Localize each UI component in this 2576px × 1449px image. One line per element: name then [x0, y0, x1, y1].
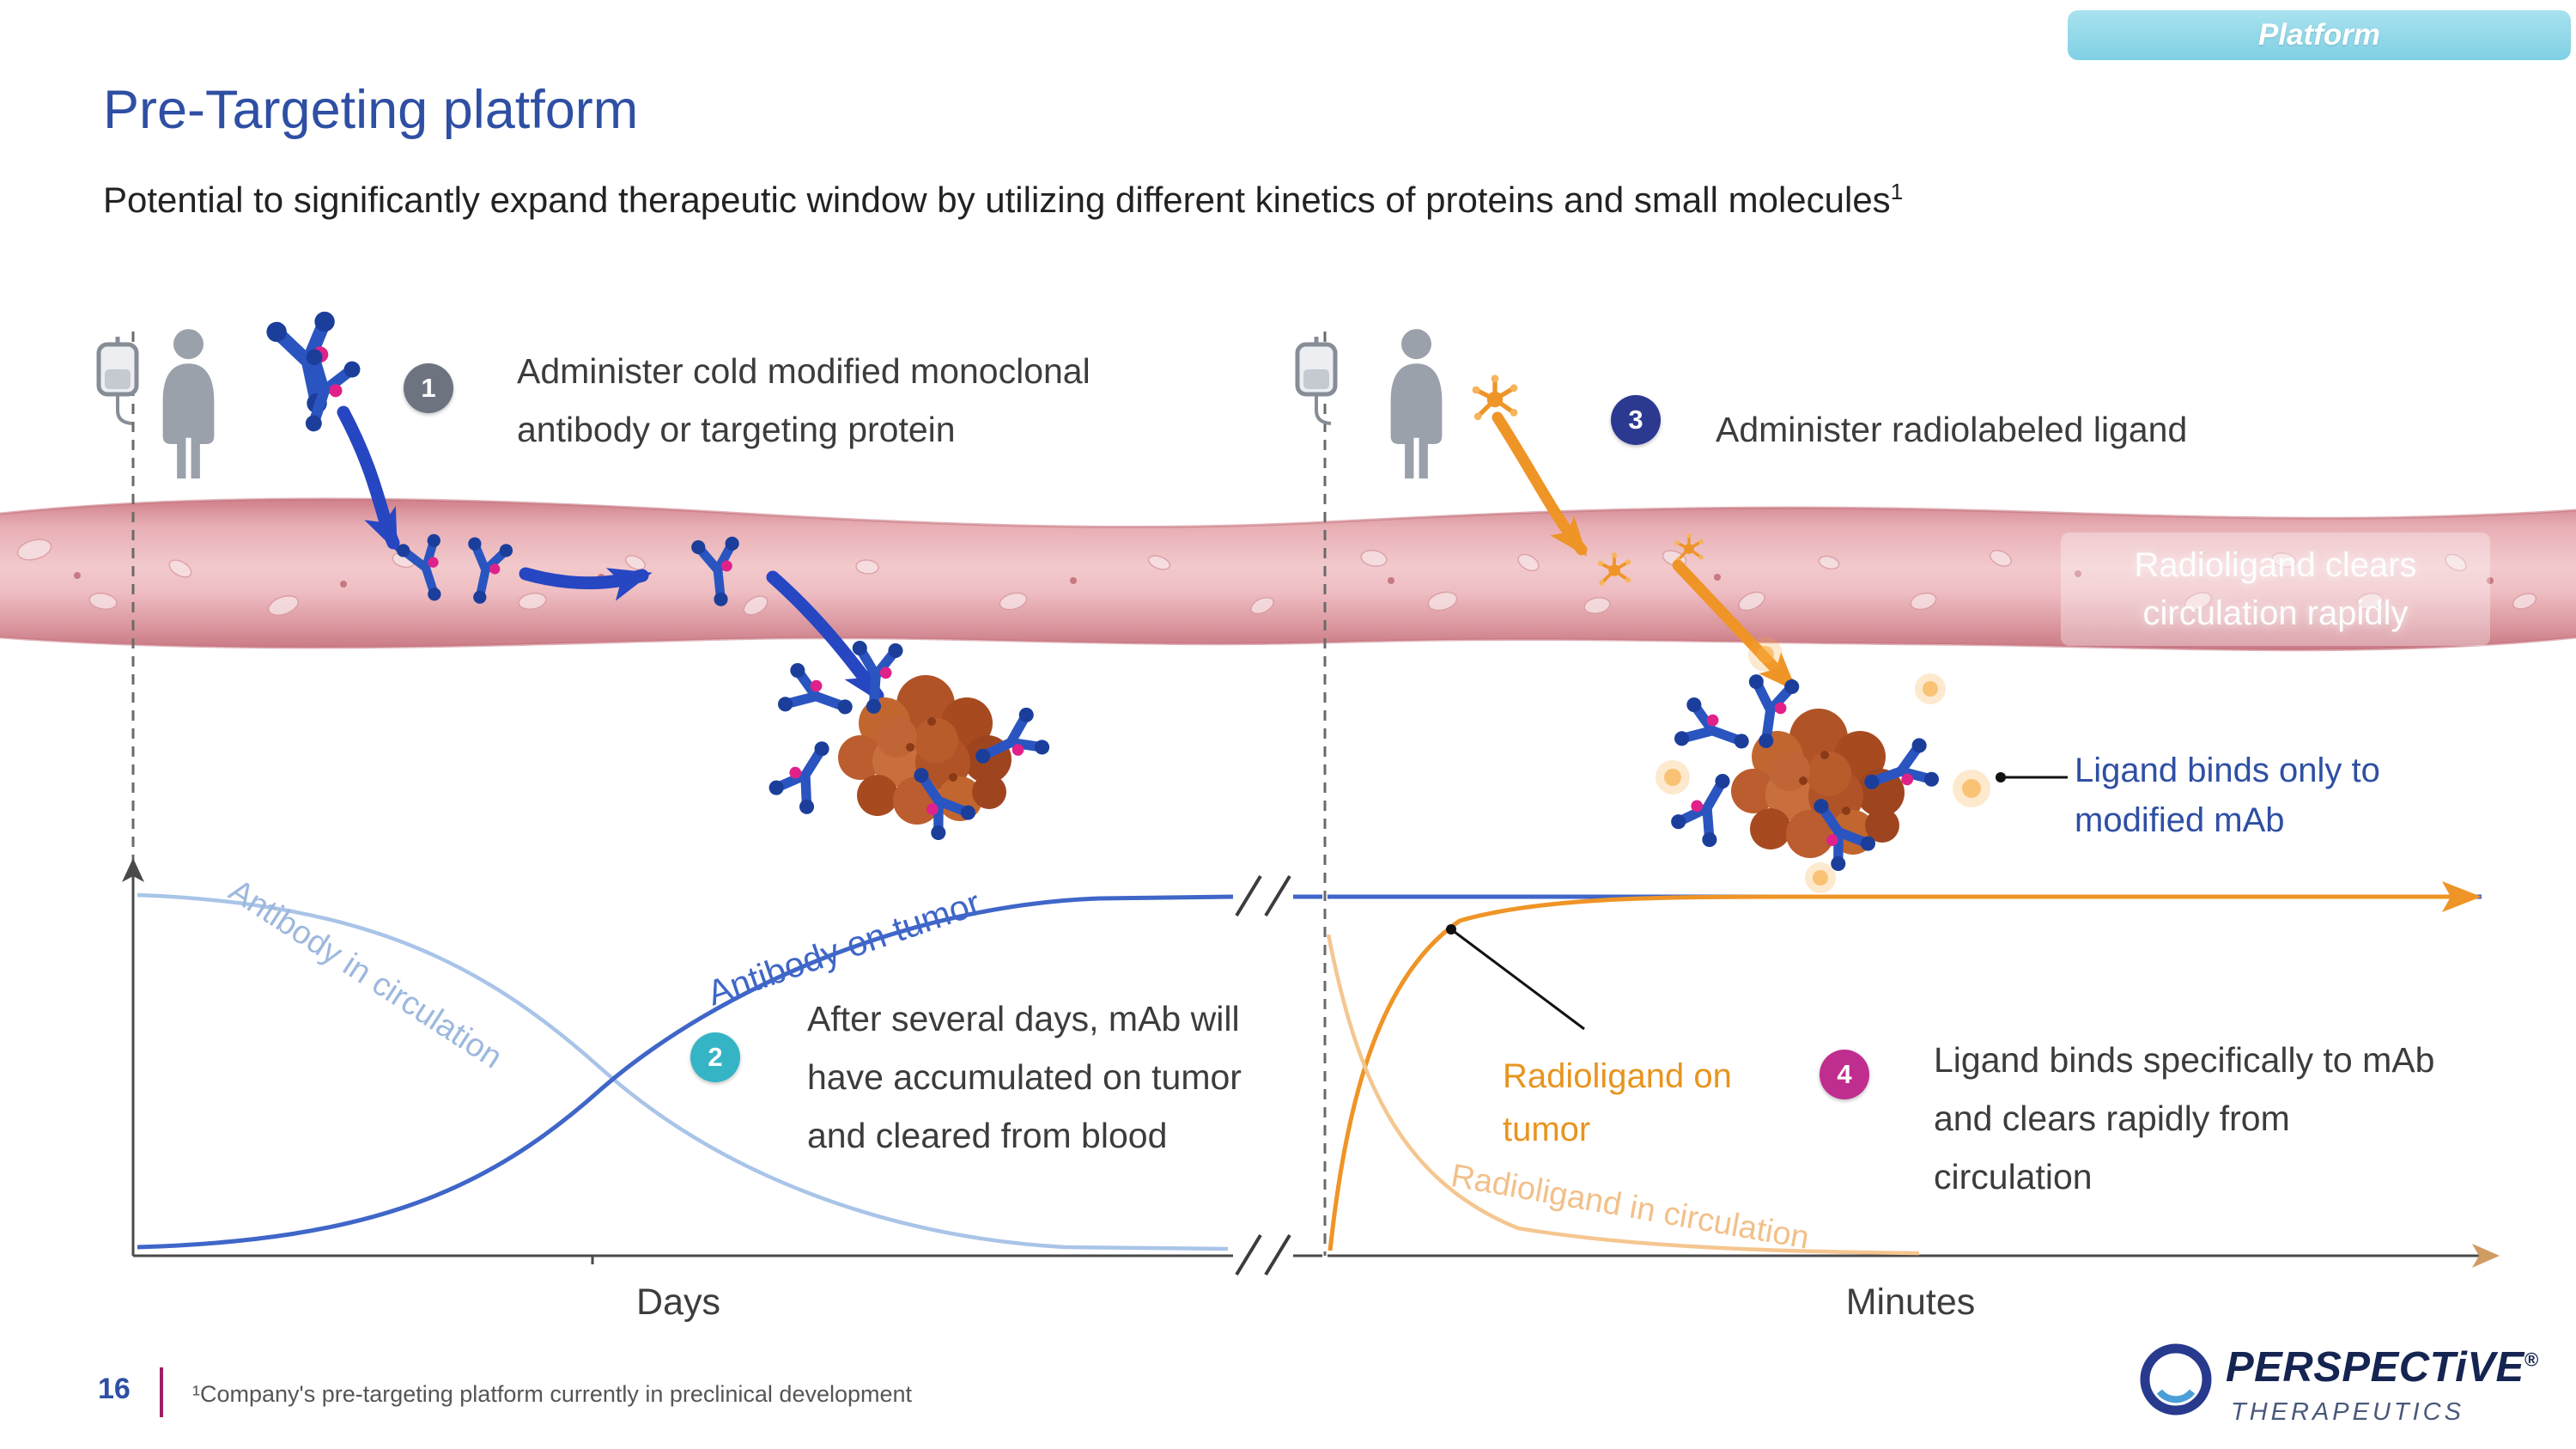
- curve-antibody-tumor: [137, 894, 1234, 1250]
- blood-specks: [74, 570, 2494, 588]
- curve-radioligand-tumor: [1327, 881, 2482, 1251]
- right-curves: [1326, 881, 2482, 1256]
- logo-name: PERSPECTiVE®: [2226, 1343, 2538, 1391]
- antibody-icon: [776, 661, 861, 734]
- subtitle-superscript: 1: [1890, 179, 1904, 204]
- tumor-pointer: [1996, 772, 2068, 782]
- radioligand-clears-note: Radioligand clears circulation rapidly: [2061, 533, 2490, 646]
- logo-name-text: PERSPECTiVE: [2226, 1344, 2524, 1391]
- antibody-icon: [766, 729, 847, 817]
- subtitle-text: Potential to significantly expand therap…: [103, 180, 1891, 220]
- iv-bag-icon: [1297, 337, 1335, 423]
- left-graph-axes: [122, 858, 1322, 1264]
- antibody-icon: [1673, 696, 1758, 768]
- patient-silhouette-icon: [162, 329, 215, 479]
- page-number: 16: [98, 1373, 131, 1405]
- curve-antibody-circulation: [137, 892, 1229, 1251]
- step-1-text: Administer cold modified monoclonal anti…: [517, 351, 1091, 449]
- tumor-cluster: [1731, 709, 1905, 858]
- curve-label-radioligand-tumor: Radioligand on tumor: [1503, 1057, 1732, 1148]
- platform-badge: Platform: [2068, 10, 2571, 60]
- page-subtitle: Potential to significantly expand therap…: [103, 179, 1903, 221]
- curve-radioligand-circulation: [1326, 934, 1920, 1256]
- ligand-binds-note: Ligand binds only to modified mAb: [2075, 752, 2380, 839]
- iv-bag-icon: [99, 337, 137, 423]
- logo-subname: THERAPEUTICS: [2231, 1398, 2464, 1426]
- footer-divider: [160, 1367, 163, 1417]
- step-3-text: Administer radiolabeled ligand: [1716, 410, 2188, 449]
- curve-pointer: [1446, 924, 1585, 1031]
- patient-silhouette-icon: [1390, 329, 1443, 479]
- injection-arrows-left: [337, 405, 884, 704]
- step-1-badge: 1: [404, 363, 453, 413]
- x-axis-label-days: Days: [636, 1282, 720, 1323]
- antibody-icon: [264, 310, 353, 421]
- step-2-badge: 2: [690, 1032, 740, 1082]
- injection-arrows-right: [1492, 411, 1797, 692]
- step-4-badge: 4: [1820, 1050, 1869, 1099]
- step-2-text: After several days, mAb will have accumu…: [807, 999, 1242, 1155]
- axis-break-marks: [1235, 874, 1291, 1276]
- blood-cells: [16, 539, 2537, 616]
- bound-radioligand-glow: [1656, 637, 1990, 893]
- logo-registered-mark: ®: [2524, 1349, 2539, 1371]
- step-3-badge: 3: [1611, 395, 1661, 445]
- logo-mark: [2140, 1343, 2212, 1416]
- page-title: Pre-Targeting platform: [103, 80, 639, 140]
- left-curves: [137, 892, 1322, 1251]
- step-4-text: Ligand binds specifically to mAb and cle…: [1934, 1040, 2435, 1196]
- footnote: ¹Company's pre-targeting platform curren…: [192, 1381, 913, 1407]
- x-axis-label-minutes: Minutes: [1845, 1282, 1976, 1323]
